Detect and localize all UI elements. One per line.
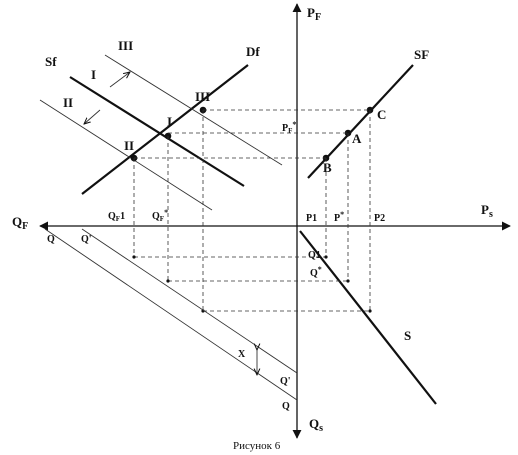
axis-label-qs: Qs	[309, 416, 323, 434]
dot-q1-left	[132, 255, 136, 259]
q-prime-line	[81, 228, 298, 374]
dot-q1-right	[324, 255, 328, 259]
axis-label-pf: PF	[307, 5, 321, 23]
tick-q1: Q1	[308, 250, 321, 261]
dot-qstar-left	[166, 279, 170, 283]
tick-qf1: QF1	[108, 211, 125, 223]
label-sf-right: SF	[414, 47, 429, 62]
tick-q-star: Q*	[310, 265, 322, 279]
dot-q2-right	[368, 309, 372, 313]
figure-caption: Рисунок 6	[233, 440, 281, 452]
sf-shift-ii	[39, 99, 213, 211]
label-point-a: A	[352, 131, 362, 146]
label-q-left: Q	[47, 234, 55, 245]
label-point-iii: III	[195, 89, 210, 104]
label-q-prime-left: Q'	[81, 234, 92, 245]
label-roman-i-line: I	[91, 67, 96, 82]
label-roman-iii-line: III	[118, 38, 133, 53]
sf-shift-iii	[104, 54, 283, 166]
sf-curve-left	[69, 76, 245, 187]
label-df: Df	[246, 44, 260, 59]
tick-qf-star: QF*	[152, 208, 168, 223]
tick-p2: P2	[374, 213, 385, 224]
label-x: X	[238, 349, 246, 360]
tick-p-star: P*	[334, 210, 344, 224]
df-curve	[81, 64, 249, 195]
label-sf-left: Sf	[45, 54, 57, 69]
label-point-ii: II	[124, 138, 134, 153]
shift-arrow-up	[109, 72, 130, 88]
label-roman-ii-line: II	[63, 95, 73, 110]
label-q-bottom: Q	[282, 401, 290, 412]
s-curve	[299, 230, 437, 405]
shift-arrow-down	[84, 109, 101, 124]
label-point-c: C	[377, 107, 386, 122]
axis-label-ps: Ps	[481, 202, 493, 220]
dot-qstar-right	[346, 279, 350, 283]
tick-p1: P1	[306, 213, 317, 224]
label-pf-star: PF*	[282, 120, 296, 135]
label-point-b: B	[323, 160, 332, 175]
label-q-prime-bottom: Q'	[280, 376, 291, 387]
q-line	[44, 228, 298, 401]
axis-label-qf: QF	[12, 214, 28, 232]
label-s: S	[404, 328, 411, 343]
label-point-i: I	[167, 114, 172, 129]
